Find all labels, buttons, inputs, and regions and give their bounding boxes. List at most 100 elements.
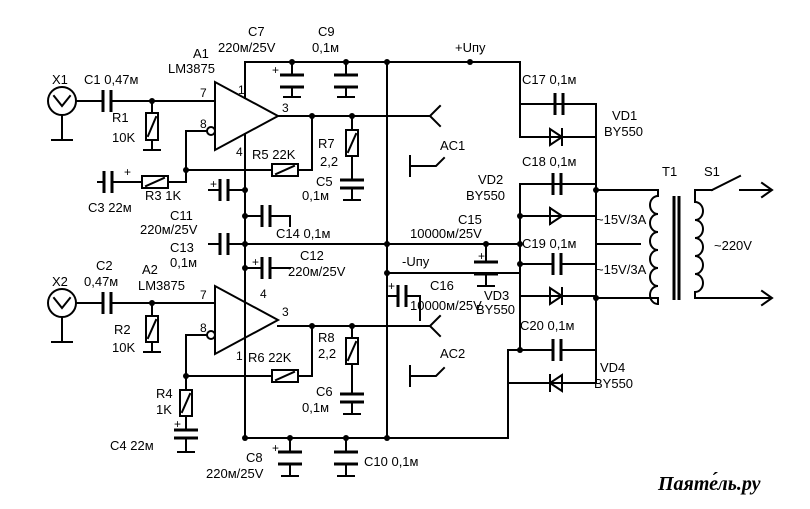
polarity-c4: + xyxy=(174,417,181,431)
a2-opamp-icon xyxy=(214,284,281,356)
c8-capacitor-icon xyxy=(278,450,302,466)
c18-capacitor-icon xyxy=(551,173,563,195)
t1-core-icon xyxy=(672,196,681,300)
label-x2: X2 xyxy=(52,274,68,289)
label-c8: C8 xyxy=(246,450,263,465)
vd3-diode-icon xyxy=(549,286,564,306)
ac1-output-icon xyxy=(428,104,442,128)
label-c11: C11 xyxy=(170,208,193,223)
polarity-c12: + xyxy=(252,255,259,269)
label-a1-type: LM3875 xyxy=(168,61,215,76)
label-vd3: VD3 xyxy=(484,288,509,303)
r8-resistor-icon xyxy=(345,337,359,365)
vd1-diode-icon xyxy=(549,127,564,147)
label-a1: A1 xyxy=(193,46,209,61)
label-c17: C17 0,1м xyxy=(522,72,577,87)
label-r2-value: 10K xyxy=(112,340,135,355)
label-220v: ~220V xyxy=(714,238,752,253)
label-s1: S1 xyxy=(704,164,720,179)
label-r7-value: 2,2 xyxy=(320,154,338,169)
label-r8: R8 xyxy=(318,330,335,345)
label-c8-value: 220м/25V xyxy=(206,466,264,481)
pin-7-a2: 7 xyxy=(200,288,207,302)
r2-resistor-icon xyxy=(145,315,159,343)
c10-capacitor-icon xyxy=(334,450,358,466)
label-c20: C20 0,1м xyxy=(520,318,575,333)
c20-capacitor-icon xyxy=(551,339,563,361)
mains-arrow-icon xyxy=(760,181,774,307)
c9-capacitor-icon xyxy=(334,73,358,89)
label-c13-value: 0,1м xyxy=(170,255,197,270)
c11-capacitor-icon xyxy=(218,179,230,201)
label-r6: R6 22K xyxy=(248,350,292,365)
label-vd4: VD4 xyxy=(600,360,625,375)
label-r4: R4 xyxy=(156,386,173,401)
polarity-c15: + xyxy=(478,249,485,263)
watermark: Паяте́ль.ру xyxy=(657,471,761,495)
label-vd1-type: BY550 xyxy=(604,124,643,139)
polarity-c16: + xyxy=(388,279,395,293)
label-c11-value: 220м/25V xyxy=(140,222,198,237)
t1-secondary-icon xyxy=(649,194,660,306)
label-r5: R5 22K xyxy=(252,147,296,162)
r7-resistor-icon xyxy=(345,129,359,157)
label-upos: +Uпу xyxy=(455,40,486,55)
label-c16-value: 10000м/25V xyxy=(410,298,482,313)
ac1-ground-icon xyxy=(409,155,446,177)
label-x1: X1 xyxy=(52,72,68,87)
label-uneg: -Uпу xyxy=(402,254,430,269)
label-r4-value: 1K xyxy=(156,402,172,417)
c4-capacitor-icon xyxy=(174,428,198,440)
label-c2: C2 xyxy=(96,258,113,273)
label-r3: R3 1K xyxy=(145,188,181,203)
c17-capacitor-icon xyxy=(553,93,565,115)
c15-capacitor-icon xyxy=(474,260,498,276)
ac2-ground-icon xyxy=(409,365,446,387)
label-c2-value: 0,47м xyxy=(84,274,118,289)
polarity-c8: + xyxy=(272,441,279,455)
label-r1-value: 10K xyxy=(112,130,135,145)
label-c13: C13 xyxy=(170,240,194,255)
c14-capacitor-icon xyxy=(260,205,272,227)
label-c4: C4 22м xyxy=(110,438,154,453)
label-a2-type: LM3875 xyxy=(138,278,185,293)
label-r2: R2 xyxy=(114,322,131,337)
c13-capacitor-icon xyxy=(218,233,230,255)
t1-primary-icon xyxy=(693,200,704,294)
label-r8-value: 2,2 xyxy=(318,346,336,361)
label-vd3-type: BY550 xyxy=(476,302,515,317)
label-vd2-type: BY550 xyxy=(466,188,505,203)
a1-opamp-icon xyxy=(214,80,281,152)
c12-capacitor-icon xyxy=(260,257,272,279)
r1-resistor-icon xyxy=(145,112,159,141)
label-15v-a: ~15V/3A xyxy=(596,212,647,227)
label-ac2: AC2 xyxy=(440,346,465,361)
r4-resistor-icon xyxy=(179,389,193,417)
pin-1-a2: 1 xyxy=(236,349,243,363)
ac2-output-icon xyxy=(428,314,442,338)
x1-ground xyxy=(51,114,73,141)
label-r1: R1 xyxy=(112,110,129,125)
c16-capacitor-icon xyxy=(396,285,408,307)
label-c6: C6 xyxy=(316,384,333,399)
label-c5-value: 0,1м xyxy=(302,188,329,203)
label-vd1: VD1 xyxy=(612,108,637,123)
label-vd4-type: BY550 xyxy=(594,376,633,391)
label-c3: C3 22м xyxy=(88,200,132,215)
label-c9: C9 xyxy=(318,24,335,39)
label-15v-b: ~15V/3A xyxy=(596,262,647,277)
label-c6-value: 0,1м xyxy=(302,400,329,415)
pin-7-a1: 7 xyxy=(200,86,207,100)
pin-3-a2: 3 xyxy=(282,305,289,319)
label-c7-value: 220м/25V xyxy=(218,40,276,55)
pin-8-a2: 8 xyxy=(200,321,207,335)
label-t1: T1 xyxy=(662,164,677,179)
label-c12-value: 220м/25V xyxy=(288,264,346,279)
label-c9-value: 0,1м xyxy=(312,40,339,55)
label-c18: C18 0,1м xyxy=(522,154,577,169)
pin-8-a1: 8 xyxy=(200,117,207,131)
c2-capacitor-icon xyxy=(101,292,113,314)
junction-dots xyxy=(149,59,599,441)
label-c1: C1 0,47м xyxy=(84,72,139,87)
